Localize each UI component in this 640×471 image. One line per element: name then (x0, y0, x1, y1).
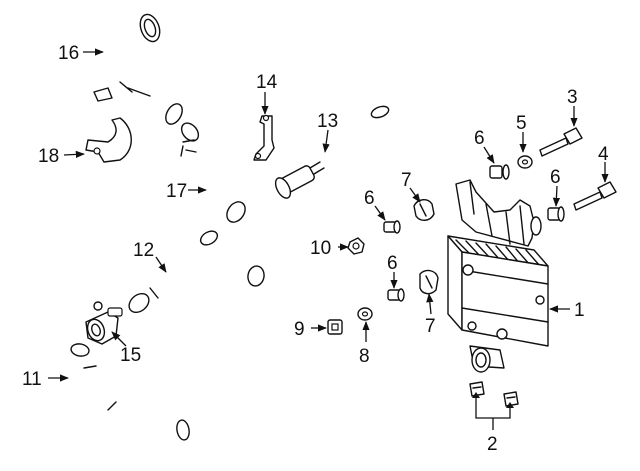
part-1-intercooler[interactable] (447, 179, 549, 373)
part-11-lower-hose[interactable] (65, 341, 191, 442)
part-15-elbow-connector[interactable] (85, 301, 123, 345)
callout-3: 3 (567, 87, 578, 108)
part-9-clip-nut[interactable] (327, 319, 343, 335)
part-13-air-tube[interactable] (273, 104, 391, 200)
leader-lines (48, 48, 609, 430)
callout-6-d: 6 (387, 253, 398, 274)
callout-7-b: 7 (425, 316, 436, 337)
callout-6-c: 6 (364, 188, 375, 209)
part-18-pipe-bracket[interactable] (85, 117, 132, 163)
callout-10: 10 (310, 238, 331, 259)
callout-16: 16 (58, 43, 79, 64)
part-6-bolt-a[interactable] (489, 164, 510, 180)
part-12-turbo-inlet-hose[interactable] (125, 228, 219, 316)
part-4-long-bolt[interactable] (573, 181, 617, 211)
part-2-mount-left[interactable] (469, 381, 485, 397)
callout-17: 17 (166, 181, 187, 202)
callout-15: 15 (120, 345, 141, 366)
part-7-clip-upper[interactable] (413, 199, 435, 221)
callout-13: 13 (317, 111, 338, 132)
part-10-nut[interactable] (347, 237, 365, 255)
callout-5: 5 (516, 113, 527, 134)
callout-6-b: 6 (550, 167, 561, 188)
part-7-clip-lower[interactable] (419, 269, 439, 295)
part-17-intercooler-hose[interactable] (178, 120, 273, 287)
callout-6-a: 6 (474, 128, 485, 149)
callout-11: 11 (22, 369, 42, 390)
part-6-bolt-b[interactable] (547, 206, 565, 222)
callout-1: 1 (574, 300, 585, 321)
callout-14: 14 (256, 72, 278, 93)
part-3-long-bolt[interactable] (539, 127, 583, 157)
callout-4: 4 (598, 144, 609, 165)
callout-8: 8 (359, 346, 370, 367)
part-5-washer[interactable] (517, 155, 533, 169)
callout-9: 9 (294, 319, 305, 340)
part-6-bolt-c[interactable] (383, 220, 401, 234)
callout-18: 18 (38, 146, 59, 167)
callout-2: 2 (487, 434, 498, 455)
part-6-bolt-d[interactable] (387, 288, 405, 302)
callout-7-a: 7 (401, 170, 412, 191)
part-8-washer[interactable] (357, 307, 373, 321)
callout-labels: 1 2 3 4 5 6 6 6 6 7 7 8 9 10 11 12 13 14… (22, 43, 609, 455)
part-14-mounting-bracket[interactable] (253, 114, 275, 161)
part-16-upper-intake-pipe[interactable] (93, 12, 186, 127)
callout-12: 12 (133, 240, 154, 261)
part-2-mount-right[interactable] (503, 391, 519, 407)
